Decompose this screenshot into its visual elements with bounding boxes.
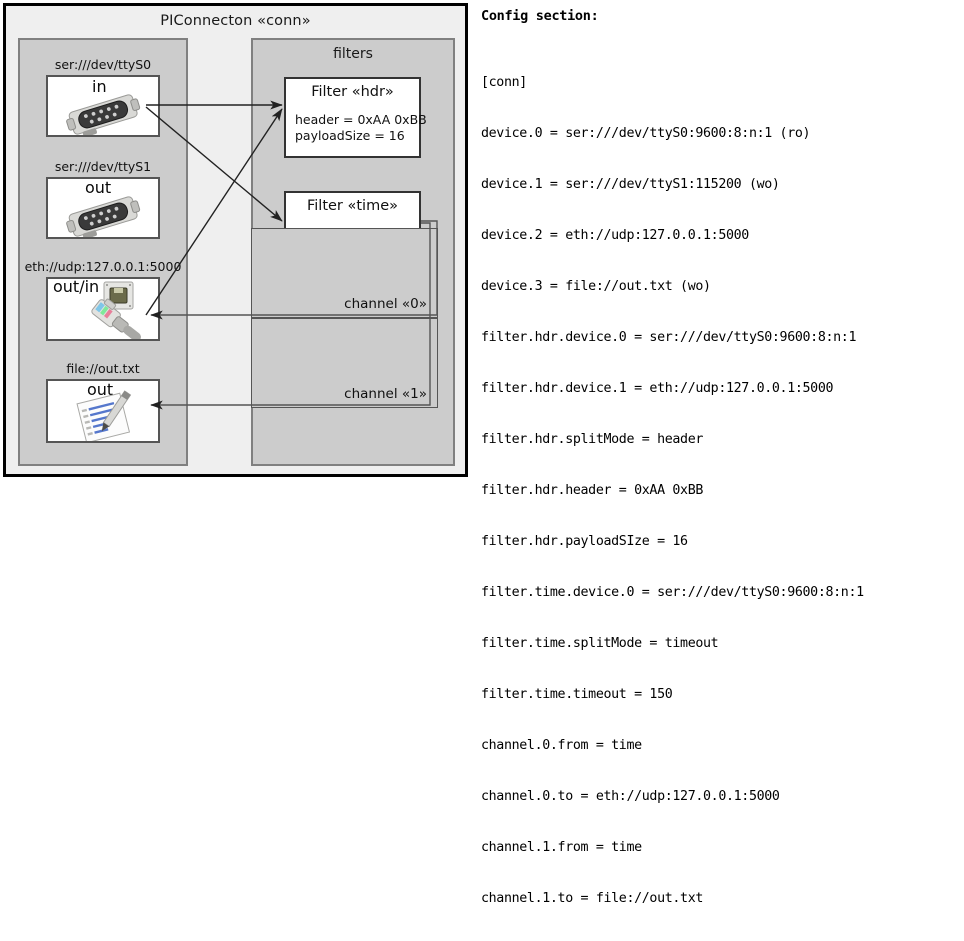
serial-port-icon bbox=[66, 94, 141, 135]
config-line: [conn] bbox=[481, 75, 527, 90]
config-line: filter.hdr.payloadSIze = 16 bbox=[481, 534, 688, 549]
config-line: device.2 = eth://udp:127.0.0.1:5000 bbox=[481, 228, 749, 243]
device-eth[interactable]: eth://udp:127.0.0.1:5000 out/in bbox=[18, 259, 188, 341]
config-line: filter.time.timeout = 150 bbox=[481, 687, 673, 702]
ethernet-jack-icon bbox=[91, 281, 141, 339]
text-file-icon bbox=[76, 390, 132, 441]
config-line: channel.0.from = time bbox=[481, 738, 642, 753]
device-ttyS0-direction: in bbox=[92, 77, 107, 96]
device-ttyS0-box[interactable]: in bbox=[46, 75, 160, 137]
config-line: device.3 = file://out.txt (wo) bbox=[481, 279, 711, 294]
channel-1-label: channel «1» bbox=[344, 386, 427, 402]
device-ttyS0-caption: ser:///dev/ttyS0 bbox=[54, 57, 152, 72]
device-file[interactable]: file://out.txt out bbox=[18, 361, 188, 443]
config-line: device.0 = ser:///dev/ttyS0:9600:8:n:1 (… bbox=[481, 126, 811, 141]
config-line: device.1 = ser:///dev/ttyS1:115200 (wo) bbox=[481, 177, 780, 192]
device-eth-box[interactable]: out/in bbox=[46, 277, 160, 341]
config-section: Config section: [conn] device.0 = ser://… bbox=[481, 8, 961, 941]
config-line: filter.hdr.splitMode = header bbox=[481, 432, 704, 447]
config-line: channel.1.to = file://out.txt bbox=[481, 891, 704, 906]
filters-panel-title: filters bbox=[333, 46, 373, 62]
device-ttyS1-box[interactable]: out bbox=[46, 177, 160, 239]
channel-1-box[interactable]: channel «1» bbox=[251, 318, 438, 408]
device-ttyS1-caption: ser:///dev/ttyS1 bbox=[54, 159, 152, 174]
serial-port-icon bbox=[66, 196, 141, 237]
config-line: filter.hdr.header = 0xAA 0xBB bbox=[481, 483, 704, 498]
screenshot-root: PIConnecton «conn» ser:///dev/ttyS0 in bbox=[3, 3, 864, 906]
channel-0-label: channel «0» bbox=[344, 296, 427, 312]
config-line: filter.hdr.device.1 = eth://udp:127.0.0.… bbox=[481, 381, 834, 396]
filter-hdr-attributes: header = 0xAA 0xBB payloadSize = 16 bbox=[295, 112, 427, 144]
component-title: PIConnecton «conn» bbox=[160, 13, 311, 29]
device-eth-caption: eth://udp:127.0.0.1:5000 bbox=[24, 259, 182, 274]
config-line: channel.0.to = eth://udp:127.0.0.1:5000 bbox=[481, 789, 780, 804]
config-lines: [conn] device.0 = ser:///dev/ttyS0:9600:… bbox=[481, 40, 961, 941]
device-ttyS1-direction: out bbox=[85, 178, 112, 197]
filter-hdr-box[interactable]: Filter «hdr» header = 0xAA 0xBB payloadS… bbox=[284, 77, 427, 158]
filter-time-title: Filter «time» bbox=[306, 198, 399, 214]
config-line: filter.hdr.device.0 = ser:///dev/ttyS0:9… bbox=[481, 330, 857, 345]
device-ttyS1[interactable]: ser:///dev/ttyS1 out bbox=[18, 159, 188, 239]
config-line: channel.1.from = time bbox=[481, 840, 642, 855]
device-file-caption: file://out.txt bbox=[66, 361, 140, 376]
filter-hdr-attr-payload: payloadSize = 16 bbox=[295, 128, 405, 143]
device-ttyS0[interactable]: ser:///dev/ttyS0 in bbox=[18, 57, 188, 137]
filter-hdr-attr-header: header = 0xAA 0xBB bbox=[295, 112, 427, 127]
connection-diagram: PIConnecton «conn» ser:///dev/ttyS0 in bbox=[3, 3, 468, 477]
config-line: filter.time.device.0 = ser:///dev/ttyS0:… bbox=[481, 585, 864, 600]
filter-hdr-title: Filter «hdr» bbox=[311, 84, 394, 100]
device-eth-direction: out/in bbox=[53, 277, 100, 296]
channel-0-box[interactable]: channel «0» bbox=[251, 228, 438, 318]
config-heading: Config section: bbox=[481, 8, 599, 24]
config-line: filter.time.splitMode = timeout bbox=[481, 636, 719, 651]
device-file-direction: out bbox=[87, 380, 114, 399]
device-file-box[interactable]: out bbox=[46, 379, 160, 443]
